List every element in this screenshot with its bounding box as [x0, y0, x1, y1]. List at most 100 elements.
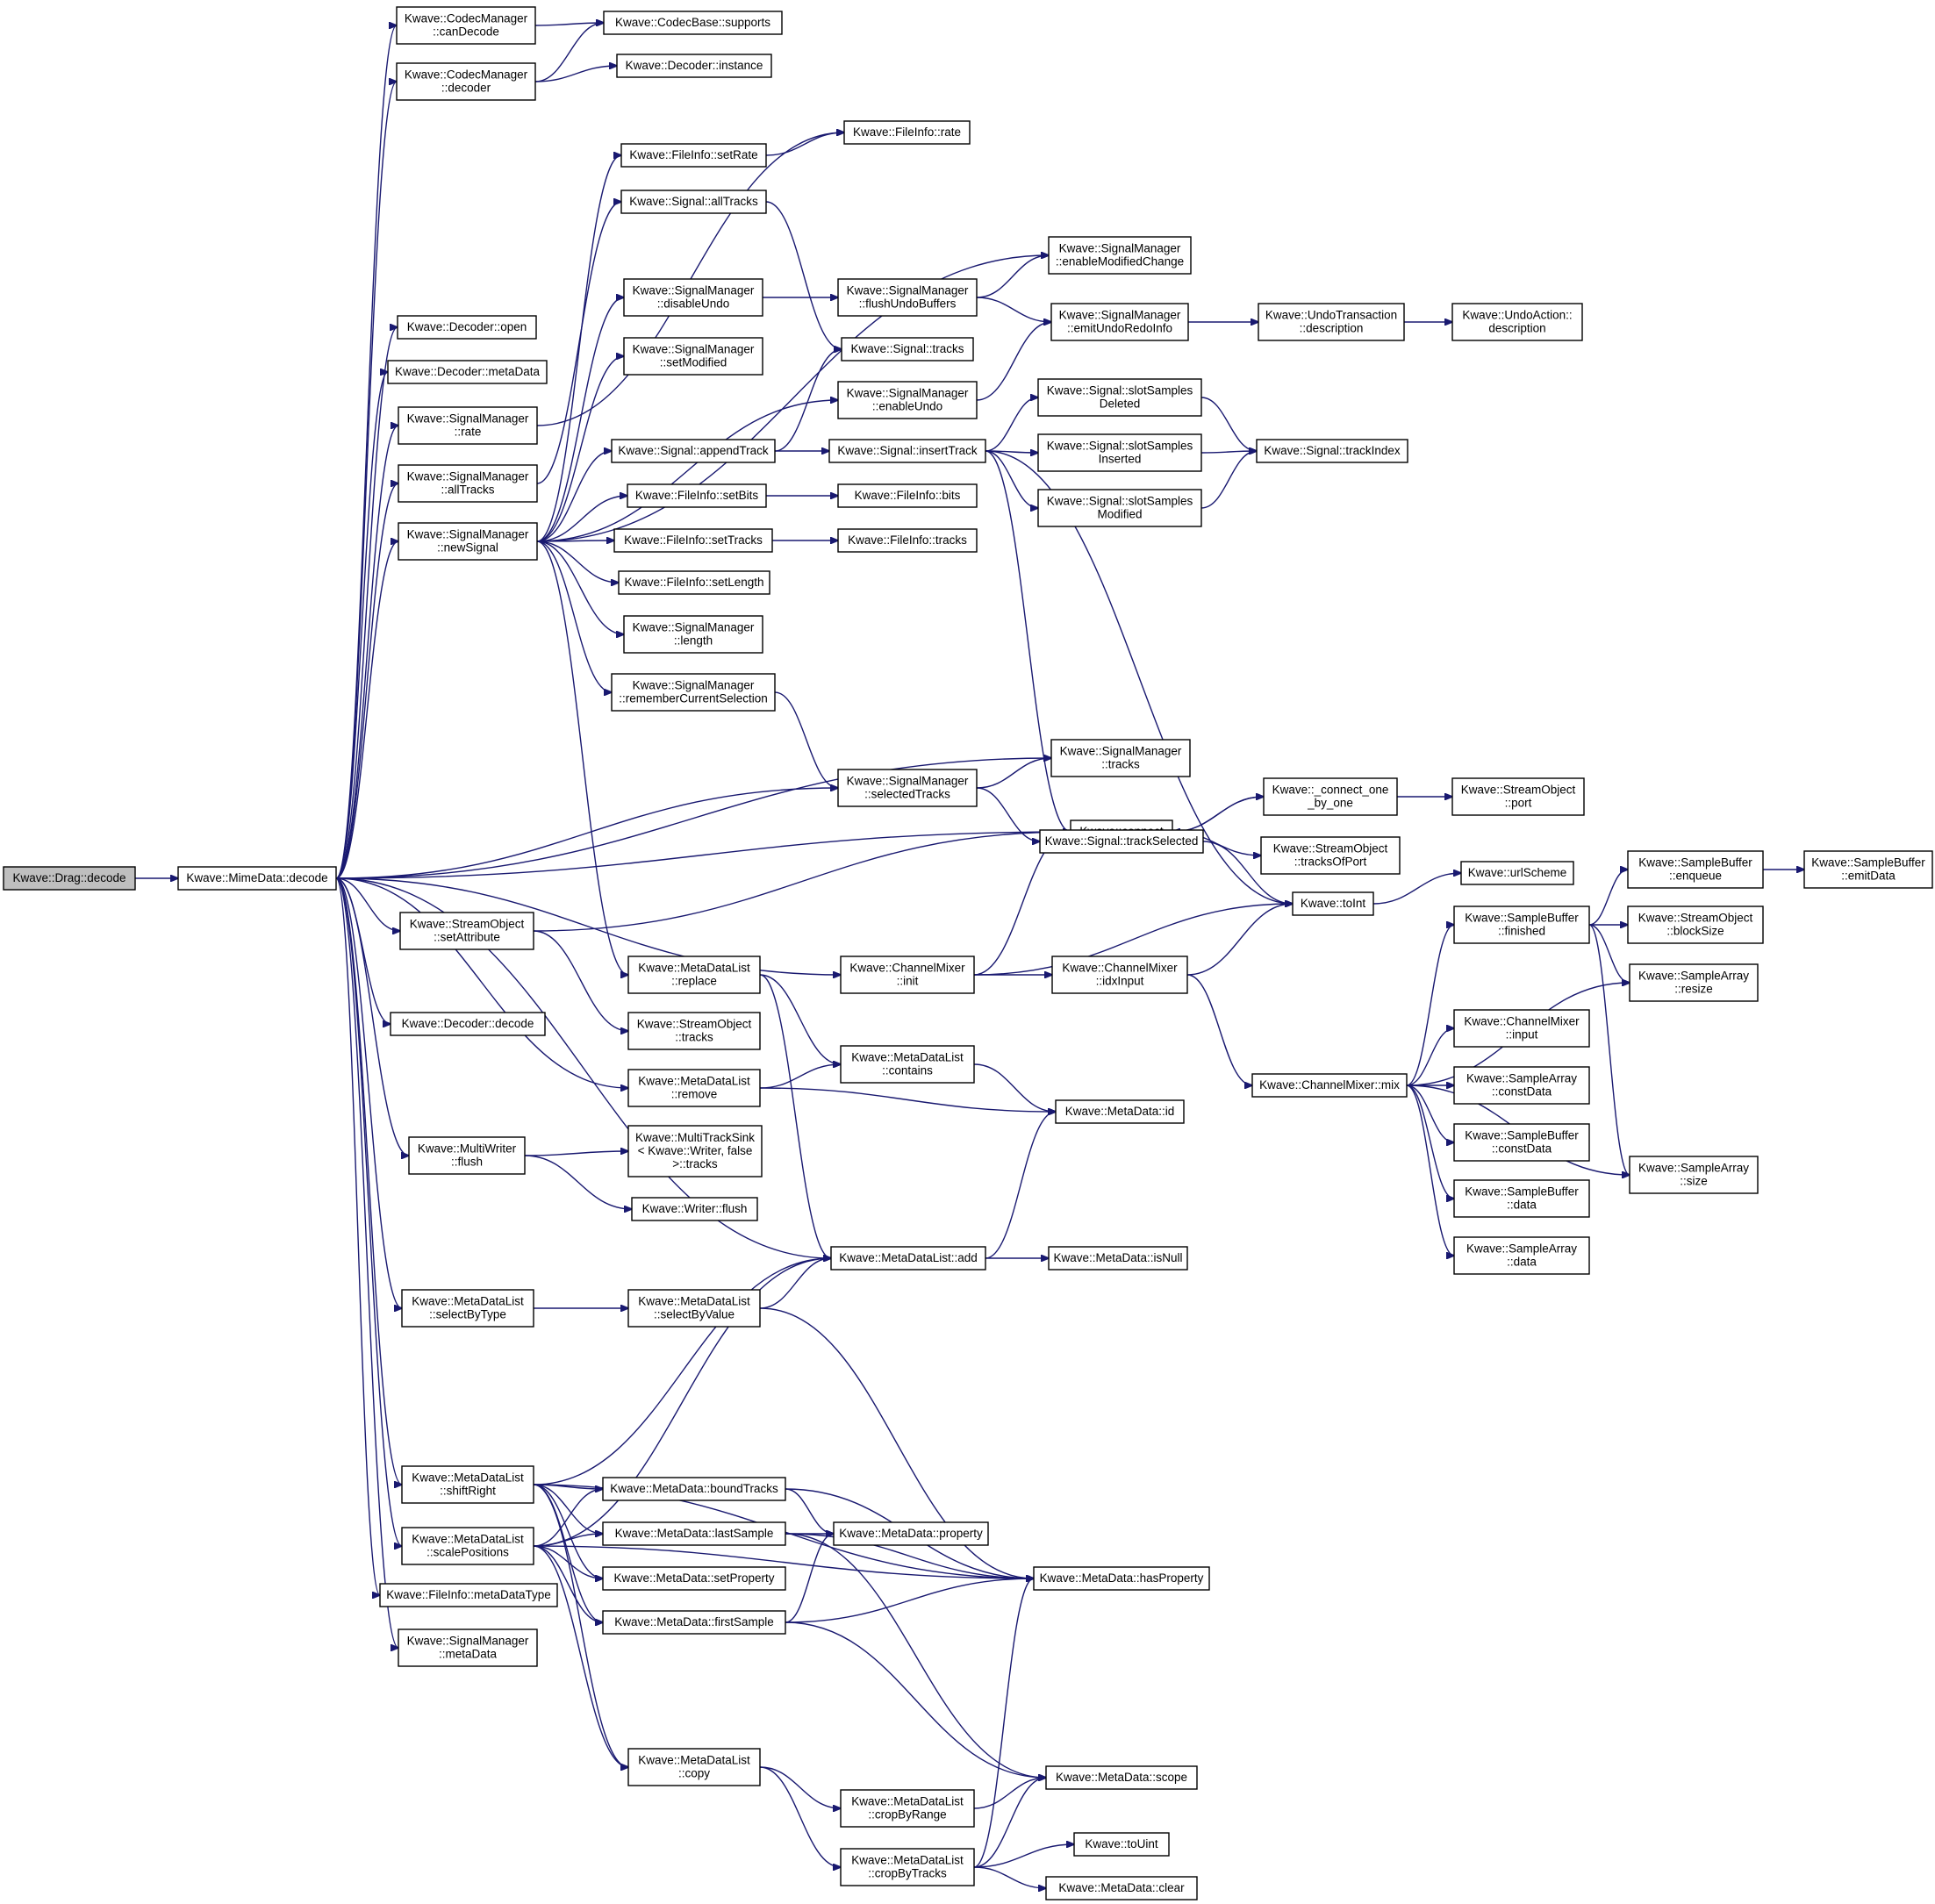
graph-node-sm-disableundo[interactable]: Kwave::SignalManager::disableUndo [623, 278, 763, 317]
call-edge [976, 758, 1051, 789]
graph-node-metadata-boundtracks[interactable]: Kwave::MetaData::boundTracks [602, 1477, 786, 1501]
graph-node-signal-tracks[interactable]: Kwave::Signal::tracks [841, 337, 974, 361]
graph-node-sm-metadata[interactable]: Kwave::SignalManager::metaData [398, 1628, 538, 1667]
node-label: ::cropByRange [868, 1808, 946, 1822]
graph-node-fileinfo-setbits[interactable]: Kwave::FileInfo::setBits [627, 483, 767, 508]
graph-node-metadata-scope[interactable]: Kwave::MetaData::scope [1045, 1765, 1198, 1790]
graph-node-chmixer-init[interactable]: Kwave::ChannelMixer::init [840, 956, 975, 994]
node-label: Kwave::Decoder::instance [626, 59, 763, 72]
graph-node-streamobj-blocksize[interactable]: Kwave::StreamObject::blockSize [1627, 905, 1764, 944]
graph-node-sm-setmodified[interactable]: Kwave::SignalManager::setModified [623, 337, 763, 376]
graph-node-drag-decode[interactable]: Kwave::Drag::decode [3, 866, 136, 891]
graph-node-sm-enablemodchange[interactable]: Kwave::SignalManager::enableModifiedChan… [1048, 236, 1192, 275]
call-edge [759, 1766, 841, 1808]
graph-node-sm-flushundo[interactable]: Kwave::SignalManager::flushUndoBuffers [837, 278, 978, 317]
graph-node-decoder-metadata[interactable]: Kwave::Decoder::metaData [387, 360, 548, 384]
graph-node-signal-trackindex[interactable]: Kwave::Signal::trackIndex [1256, 439, 1408, 463]
graph-node-mdlist-contains[interactable]: Kwave::MetaDataList::contains [840, 1045, 975, 1084]
graph-node-fileinfo-setlength[interactable]: Kwave::FileInfo::setLength [618, 570, 770, 595]
graph-node-sm-rate[interactable]: Kwave::SignalManager::rate [398, 406, 538, 445]
graph-node-sm-tracks[interactable]: Kwave::SignalManager::tracks [1050, 739, 1191, 777]
graph-node-multitracksink-tracks[interactable]: Kwave::MultiTrackSink< Kwave::Writer, fa… [627, 1125, 763, 1177]
graph-node-decoder-open[interactable]: Kwave::Decoder::open [397, 315, 537, 340]
graph-node-sm-newsignal[interactable]: Kwave::SignalManager::newSignal [398, 522, 538, 561]
graph-node-samplebuf-enqueue[interactable]: Kwave::SampleBuffer::enqueue [1627, 850, 1764, 889]
graph-node-samplebuf-data[interactable]: Kwave::SampleBuffer::data [1453, 1179, 1590, 1218]
graph-node-mdlist-selectbytype[interactable]: Kwave::MetaDataList::selectByType [401, 1289, 534, 1328]
graph-node-mime-decode[interactable]: Kwave::MimeData::decode [177, 866, 337, 891]
graph-node-metadata-isnull[interactable]: Kwave::MetaData::isNull [1048, 1246, 1188, 1271]
graph-node-metadata-setproperty[interactable]: Kwave::MetaData::setProperty [602, 1566, 786, 1591]
graph-node-metadata-id[interactable]: Kwave::MetaData::id [1055, 1099, 1185, 1124]
graph-node-undotrans-desc[interactable]: Kwave::UndoTransaction::description [1258, 303, 1405, 341]
graph-node-signal-appendtrack[interactable]: Kwave::Signal::appendTrack [611, 439, 776, 463]
graph-node-fileinfo-metadatatype[interactable]: Kwave::FileInfo::metaDataType [379, 1583, 558, 1607]
graph-node-mdlist-scalepos[interactable]: Kwave::MetaDataList::scalePositions [401, 1527, 534, 1565]
graph-node-samplearray-constdata[interactable]: Kwave::SampleArray::constData [1453, 1066, 1590, 1105]
graph-node-sm-length[interactable]: Kwave::SignalManager::length [623, 615, 763, 654]
graph-node-metadata-firstsample[interactable]: Kwave::MetaData::firstSample [602, 1610, 786, 1635]
graph-node-codec-decoder[interactable]: Kwave::CodecManager::decoder [396, 62, 536, 101]
graph-node-streamobj-port[interactable]: Kwave::StreamObject::port [1451, 777, 1585, 816]
graph-node-signal-inserttrack[interactable]: Kwave::Signal::insertTrack [828, 439, 986, 463]
graph-node-streamobj-setattr[interactable]: Kwave::StreamObject::setAttribute [399, 912, 534, 950]
graph-node-samplebuf-constdata[interactable]: Kwave::SampleBuffer::constData [1453, 1123, 1590, 1162]
node-label: Kwave::SampleBuffer [1465, 912, 1579, 925]
graph-node-sm-alltracks[interactable]: Kwave::SignalManager::allTracks [398, 464, 538, 503]
graph-node-urlscheme[interactable]: Kwave::urlScheme [1460, 861, 1574, 885]
graph-node-mdlist-copy[interactable]: Kwave::MetaDataList::copy [627, 1748, 761, 1786]
graph-node-codec-candecode[interactable]: Kwave::CodecManager::canDecode [396, 6, 536, 45]
graph-node-mdlist-cropbytracks[interactable]: Kwave::MetaDataList::cropByTracks [840, 1848, 975, 1886]
graph-node-fileinfo-bits[interactable]: Kwave::FileInfo::bits [837, 483, 978, 508]
node-label: ::enableModifiedChange [1056, 255, 1184, 268]
graph-node-fileinfo-rate[interactable]: Kwave::FileInfo::rate [843, 120, 971, 145]
graph-node-samplebuf-emitdata[interactable]: Kwave::SampleBuffer::emitData [1803, 850, 1933, 889]
graph-node-samplearray-resize[interactable]: Kwave::SampleArray::resize [1629, 963, 1759, 1002]
graph-node-toint[interactable]: Kwave::toInt [1292, 891, 1374, 916]
graph-node-codecbase-supports[interactable]: Kwave::CodecBase::supports [603, 11, 783, 35]
graph-node-samplearray-data[interactable]: Kwave::SampleArray::data [1453, 1236, 1590, 1275]
graph-node-signal-trackselected[interactable]: Kwave::Signal::trackSelected [1039, 829, 1204, 854]
graph-node-mdlist-shiftright[interactable]: Kwave::MetaDataList::shiftRight [401, 1465, 534, 1504]
graph-node-mdlist-remove[interactable]: Kwave::MetaDataList::remove [627, 1069, 761, 1107]
graph-node-streamobj-tracks[interactable]: Kwave::StreamObject::tracks [627, 1012, 761, 1050]
node-box [408, 1136, 526, 1175]
graph-node-metadata-lastsample[interactable]: Kwave::MetaData::lastSample [602, 1521, 786, 1546]
node-label: Kwave::Signal::appendTrack [618, 444, 769, 457]
graph-node-touint[interactable]: Kwave::toUint [1073, 1832, 1170, 1857]
graph-node-metadata-hasproperty[interactable]: Kwave::MetaData::hasProperty [1033, 1566, 1210, 1591]
graph-node-fileinfo-setrate[interactable]: Kwave::FileInfo::setRate [620, 143, 767, 168]
graph-node-fileinfo-settracks[interactable]: Kwave::FileInfo::setTracks [613, 528, 773, 553]
graph-node-fileinfo-tracks[interactable]: Kwave::FileInfo::tracks [837, 528, 978, 553]
graph-node-multiwriter-flush[interactable]: Kwave::MultiWriter::flush [408, 1136, 526, 1175]
graph-node-metadata-property[interactable]: Kwave::MetaData::property [833, 1521, 989, 1546]
node-box [399, 912, 534, 950]
graph-node-mdlist-add[interactable]: Kwave::MetaDataList::add [830, 1246, 986, 1271]
graph-node-sm-selectedtracks[interactable]: Kwave::SignalManager::selectedTracks [837, 769, 978, 807]
node-label: Kwave::SignalManager [847, 387, 969, 400]
graph-node-samplebuf-finished[interactable]: Kwave::SampleBuffer::finished [1453, 905, 1590, 944]
node-label: Kwave::MimeData::decode [186, 871, 327, 884]
graph-node-undoaction-desc[interactable]: Kwave::UndoAction::description [1451, 303, 1583, 341]
graph-node-mdlist-replace[interactable]: Kwave::MetaDataList::replace [627, 956, 761, 994]
graph-node-signal-alltracks[interactable]: Kwave::Signal::allTracks [620, 190, 767, 214]
graph-node-decoder-decode[interactable]: Kwave::Decoder::decode [390, 1012, 546, 1036]
graph-node-samplearray-size[interactable]: Kwave::SampleArray::size [1629, 1156, 1759, 1194]
graph-node-sm-emitundoredo[interactable]: Kwave::SignalManager::emitUndoRedoInfo [1050, 303, 1189, 341]
graph-node-writer-flush[interactable]: Kwave::Writer::flush [631, 1197, 758, 1221]
call-edge [533, 1545, 603, 1622]
graph-node-chmixer-input[interactable]: Kwave::ChannelMixer::input [1453, 1009, 1590, 1048]
graph-node-mdlist-cropbyrange[interactable]: Kwave::MetaDataList::cropByRange [840, 1789, 975, 1828]
graph-node-chmixer-mix[interactable]: Kwave::ChannelMixer::mix [1251, 1073, 1408, 1098]
graph-node-streamobj-tracksofport[interactable]: Kwave::StreamObject::tracksOfPort [1260, 836, 1401, 875]
graph-node-sm-enableundo[interactable]: Kwave::SignalManager::enableUndo [837, 381, 978, 419]
graph-node-chmixer-idxinput[interactable]: Kwave::ChannelMixer::idxInput [1051, 956, 1188, 994]
graph-node-decoder-instance[interactable]: Kwave::Decoder::instance [616, 54, 772, 78]
graph-node-connect-one[interactable]: Kwave::_connect_one_by_one [1263, 777, 1398, 816]
graph-node-sm-remembersel[interactable]: Kwave::SignalManager::rememberCurrentSel… [611, 673, 776, 712]
graph-node-mdlist-selectbyvalue[interactable]: Kwave::MetaDataList::selectByValue [627, 1289, 761, 1328]
graph-node-metadata-clear[interactable]: Kwave::MetaData::clear [1045, 1876, 1198, 1900]
